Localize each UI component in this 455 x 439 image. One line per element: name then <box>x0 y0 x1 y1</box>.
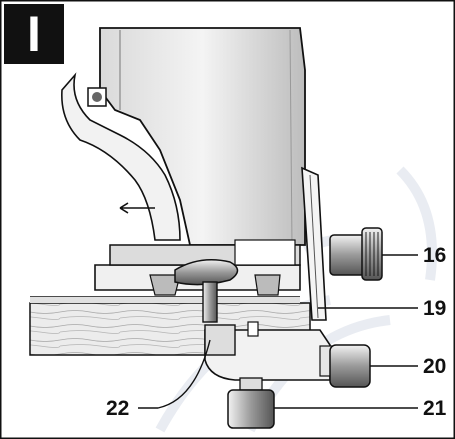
wing-knob <box>174 259 239 323</box>
depth-lock-knob <box>227 377 275 429</box>
guide-clamp-block <box>204 321 333 381</box>
callout-21: 21 <box>423 397 447 420</box>
fine-adjust-knob <box>329 227 383 281</box>
callout-19: 19 <box>423 297 447 320</box>
callout-22: 22 <box>106 397 130 420</box>
router-body <box>61 27 306 246</box>
callout-16: 16 <box>423 244 447 267</box>
figure-label-badge: I <box>4 4 64 64</box>
side-lock-knob <box>329 344 371 388</box>
parallel-guide-rail <box>301 166 327 321</box>
router-base <box>94 239 301 296</box>
callout-leaders <box>138 254 418 409</box>
callout-20: 20 <box>423 355 447 378</box>
